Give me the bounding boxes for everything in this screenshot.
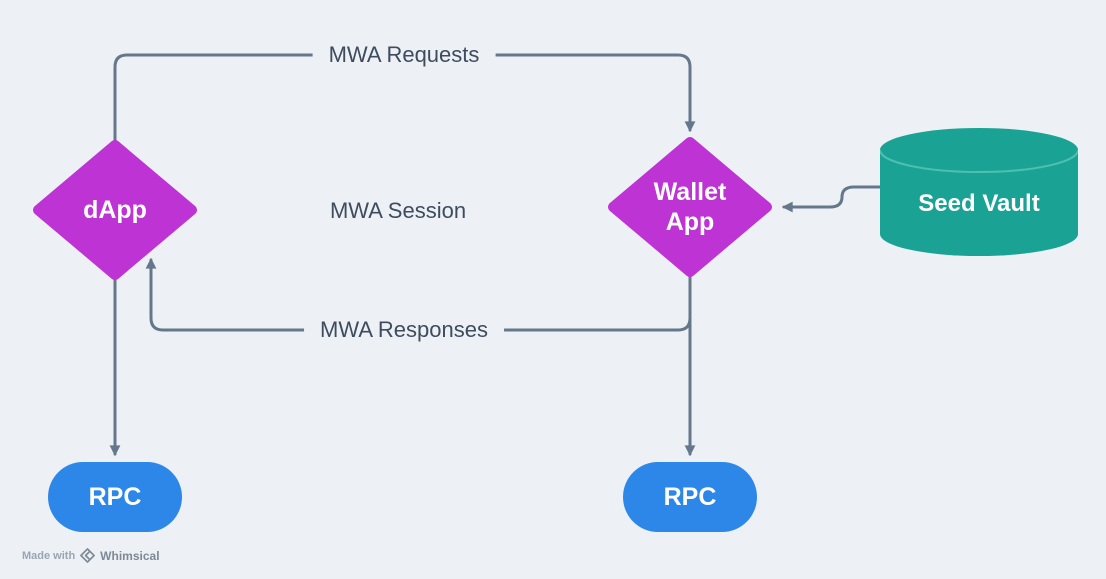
seed-vault-to-wallet-arrow	[781, 185, 882, 213]
node-wallet-app[interactable]: Wallet App	[608, 137, 772, 277]
whimsical-logo-icon	[80, 548, 96, 563]
cylinder-shape	[880, 128, 1078, 256]
node-wallet-app-label: Wallet App	[653, 177, 727, 237]
diamond-shape	[608, 137, 772, 277]
node-dapp[interactable]: dApp	[33, 140, 197, 280]
node-rpc-left-label: RPC	[88, 482, 142, 511]
diamond-shape	[33, 140, 197, 280]
node-dapp-label: dApp	[83, 195, 147, 224]
whimsical-watermark[interactable]: Made with Whimsical	[22, 548, 160, 563]
watermark-brand: Whimsical	[100, 548, 160, 563]
node-seed-vault-label: Seed Vault	[918, 190, 1040, 217]
node-rpc-left[interactable]: RPC	[48, 462, 182, 532]
edge-label-mwa-responses: MWA Responses	[304, 316, 504, 344]
node-rpc-right-label: RPC	[663, 482, 717, 511]
edge-label-mwa-session: MWA Session	[329, 198, 467, 223]
node-rpc-right[interactable]: RPC	[623, 462, 757, 532]
node-seed-vault[interactable]: Seed Vault	[880, 128, 1078, 256]
edge-label-mwa-requests: MWA Requests	[312, 41, 496, 69]
watermark-made-with: Made with	[22, 549, 76, 562]
